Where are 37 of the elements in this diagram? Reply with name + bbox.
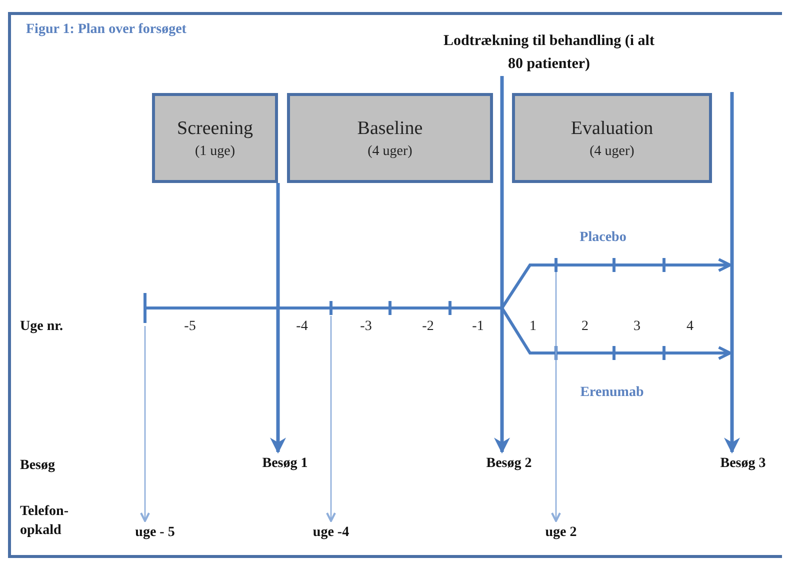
visit-label: Besøg 2 — [476, 454, 542, 474]
arrow — [494, 76, 510, 454]
phone-call-label: uge -4 — [298, 523, 364, 543]
week-number: -4 — [295, 318, 309, 336]
row-label: Besøg — [20, 457, 56, 475]
row-label: Telefon- opkald — [20, 503, 70, 540]
week-number: -3 — [359, 318, 373, 336]
week-number: 2 — [580, 318, 590, 336]
week-number: -2 — [421, 318, 435, 336]
visit-label: Besøg 1 — [252, 454, 318, 474]
figure-title: Figur 1: Plan over forsøget — [26, 22, 186, 38]
randomization-heading: Lodtrækning til behandling (i alt 80 patienter) — [438, 30, 660, 76]
visit-label: Besøg 3 — [710, 454, 776, 474]
arrow — [551, 272, 561, 522]
arrow — [270, 183, 286, 454]
week-number: 4 — [686, 318, 694, 336]
arrow — [140, 326, 150, 522]
phase-box — [152, 93, 278, 183]
arm-label: Placebo — [578, 229, 628, 247]
phase-duration: (1 uge) — [194, 144, 236, 160]
phone-call-label: uge 2 — [528, 523, 594, 543]
week-number: -5 — [183, 318, 197, 336]
phase-box — [512, 93, 712, 183]
phase-duration: (4 uger) — [366, 144, 414, 160]
arm-label: Erenumab — [579, 384, 645, 402]
phase-name: Baseline — [356, 118, 424, 140]
phase-name: Screening — [176, 118, 254, 140]
phase-duration: (4 uger) — [588, 144, 636, 160]
phase-box — [287, 93, 493, 183]
phone-call-label: uge - 5 — [122, 523, 188, 543]
phase-name: Evaluation — [570, 118, 654, 140]
week-number: -1 — [471, 318, 485, 336]
week-number: 3 — [632, 318, 642, 336]
week-number: 1 — [528, 318, 538, 336]
arrow — [724, 92, 740, 454]
arrow — [326, 316, 336, 522]
row-label: Uge nr. — [20, 318, 64, 336]
